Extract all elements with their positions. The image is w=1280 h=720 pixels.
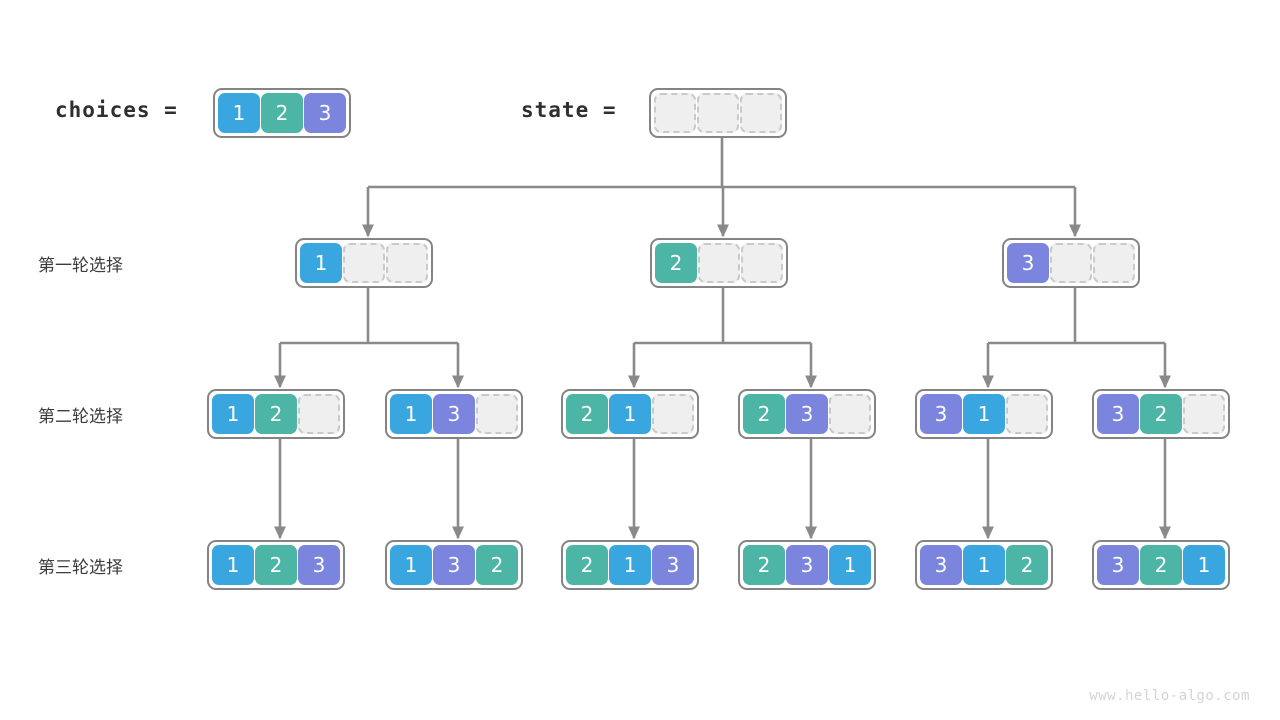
array-cell-value: 3	[920, 545, 962, 585]
row-label-round-1: 第一轮选择	[38, 256, 123, 276]
array-cell-value: 1	[390, 394, 432, 434]
array-cell-value: 3	[433, 394, 475, 434]
array-cell-empty	[1183, 394, 1225, 434]
array-cell-value: 2	[255, 394, 297, 434]
array-cell-value: 2	[655, 243, 697, 283]
tree-node-r1-2: 2	[650, 238, 788, 288]
array-cell-value: 1	[963, 545, 1005, 585]
row-label-round-2: 第二轮选择	[38, 407, 123, 427]
array-cell-empty	[476, 394, 518, 434]
array-cell-empty	[652, 394, 694, 434]
array-cell-empty	[829, 394, 871, 434]
watermark: www.hello-algo.com	[1089, 688, 1250, 704]
array-cell-value: 1	[300, 243, 342, 283]
array-cell-value: 2	[1006, 545, 1048, 585]
array-cell-value: 3	[1007, 243, 1049, 283]
array-cell-value: 1	[212, 545, 254, 585]
array-cell-value: 1	[390, 545, 432, 585]
array-cell-value: 3	[920, 394, 962, 434]
state-array	[649, 88, 787, 138]
array-cell-value: 2	[743, 545, 785, 585]
array-cell-value: 3	[298, 545, 340, 585]
array-cell-value: 3	[304, 93, 346, 133]
array-cell-empty	[741, 243, 783, 283]
array-cell-empty	[386, 243, 428, 283]
array-cell-value: 3	[1097, 545, 1139, 585]
array-cell-empty	[1006, 394, 1048, 434]
tree-node-r1-1: 1	[295, 238, 433, 288]
array-cell-empty	[654, 93, 696, 133]
array-cell-value: 1	[212, 394, 254, 434]
array-cell-empty	[697, 93, 739, 133]
state-label: state =	[521, 98, 617, 122]
array-cell-value: 1	[609, 545, 651, 585]
array-cell-empty	[740, 93, 782, 133]
array-cell-value: 3	[652, 545, 694, 585]
array-cell-value: 1	[1183, 545, 1225, 585]
array-cell-value: 1	[609, 394, 651, 434]
array-cell-value: 2	[566, 394, 608, 434]
array-cell-value: 2	[743, 394, 785, 434]
array-cell-value: 1	[829, 545, 871, 585]
array-cell-value: 1	[963, 394, 1005, 434]
array-cell-value: 3	[786, 394, 828, 434]
array-cell-value: 3	[1097, 394, 1139, 434]
array-cell-empty	[298, 394, 340, 434]
array-cell-empty	[1050, 243, 1092, 283]
array-cell-empty	[698, 243, 740, 283]
array-cell-value: 2	[255, 545, 297, 585]
array-cell-empty	[1093, 243, 1135, 283]
array-cell-value: 2	[476, 545, 518, 585]
array-cell-value: 2	[1140, 394, 1182, 434]
array-cell-value: 2	[566, 545, 608, 585]
array-cell-value: 2	[1140, 545, 1182, 585]
choices-label: choices =	[55, 98, 178, 122]
row-label-round-3: 第三轮选择	[38, 558, 123, 578]
array-cell-empty	[343, 243, 385, 283]
array-cell-value: 2	[261, 93, 303, 133]
tree-node-r1-3: 3	[1002, 238, 1140, 288]
array-cell-value: 3	[433, 545, 475, 585]
array-cell-value: 1	[218, 93, 260, 133]
array-cell-value: 3	[786, 545, 828, 585]
